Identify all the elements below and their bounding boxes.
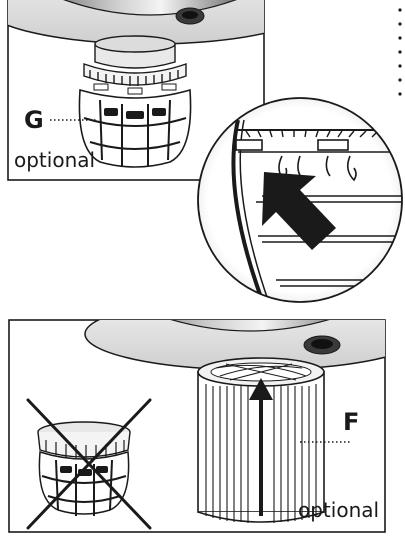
arrow-insert-icon bbox=[262, 172, 336, 250]
label-f: F bbox=[343, 408, 360, 436]
zoom-detail bbox=[197, 97, 403, 303]
label-optional-bottom: optional bbox=[298, 498, 380, 522]
cross-out-icon bbox=[26, 398, 152, 530]
label-optional-top: optional bbox=[14, 148, 96, 172]
arrow-up-icon bbox=[249, 378, 273, 516]
top-panel bbox=[7, 0, 265, 181]
crossed-out-basket bbox=[26, 398, 152, 530]
bottom-panel bbox=[8, 319, 386, 533]
label-g: G bbox=[24, 106, 44, 134]
margin-dots bbox=[398, 8, 402, 96]
filter-basket bbox=[78, 88, 192, 168]
